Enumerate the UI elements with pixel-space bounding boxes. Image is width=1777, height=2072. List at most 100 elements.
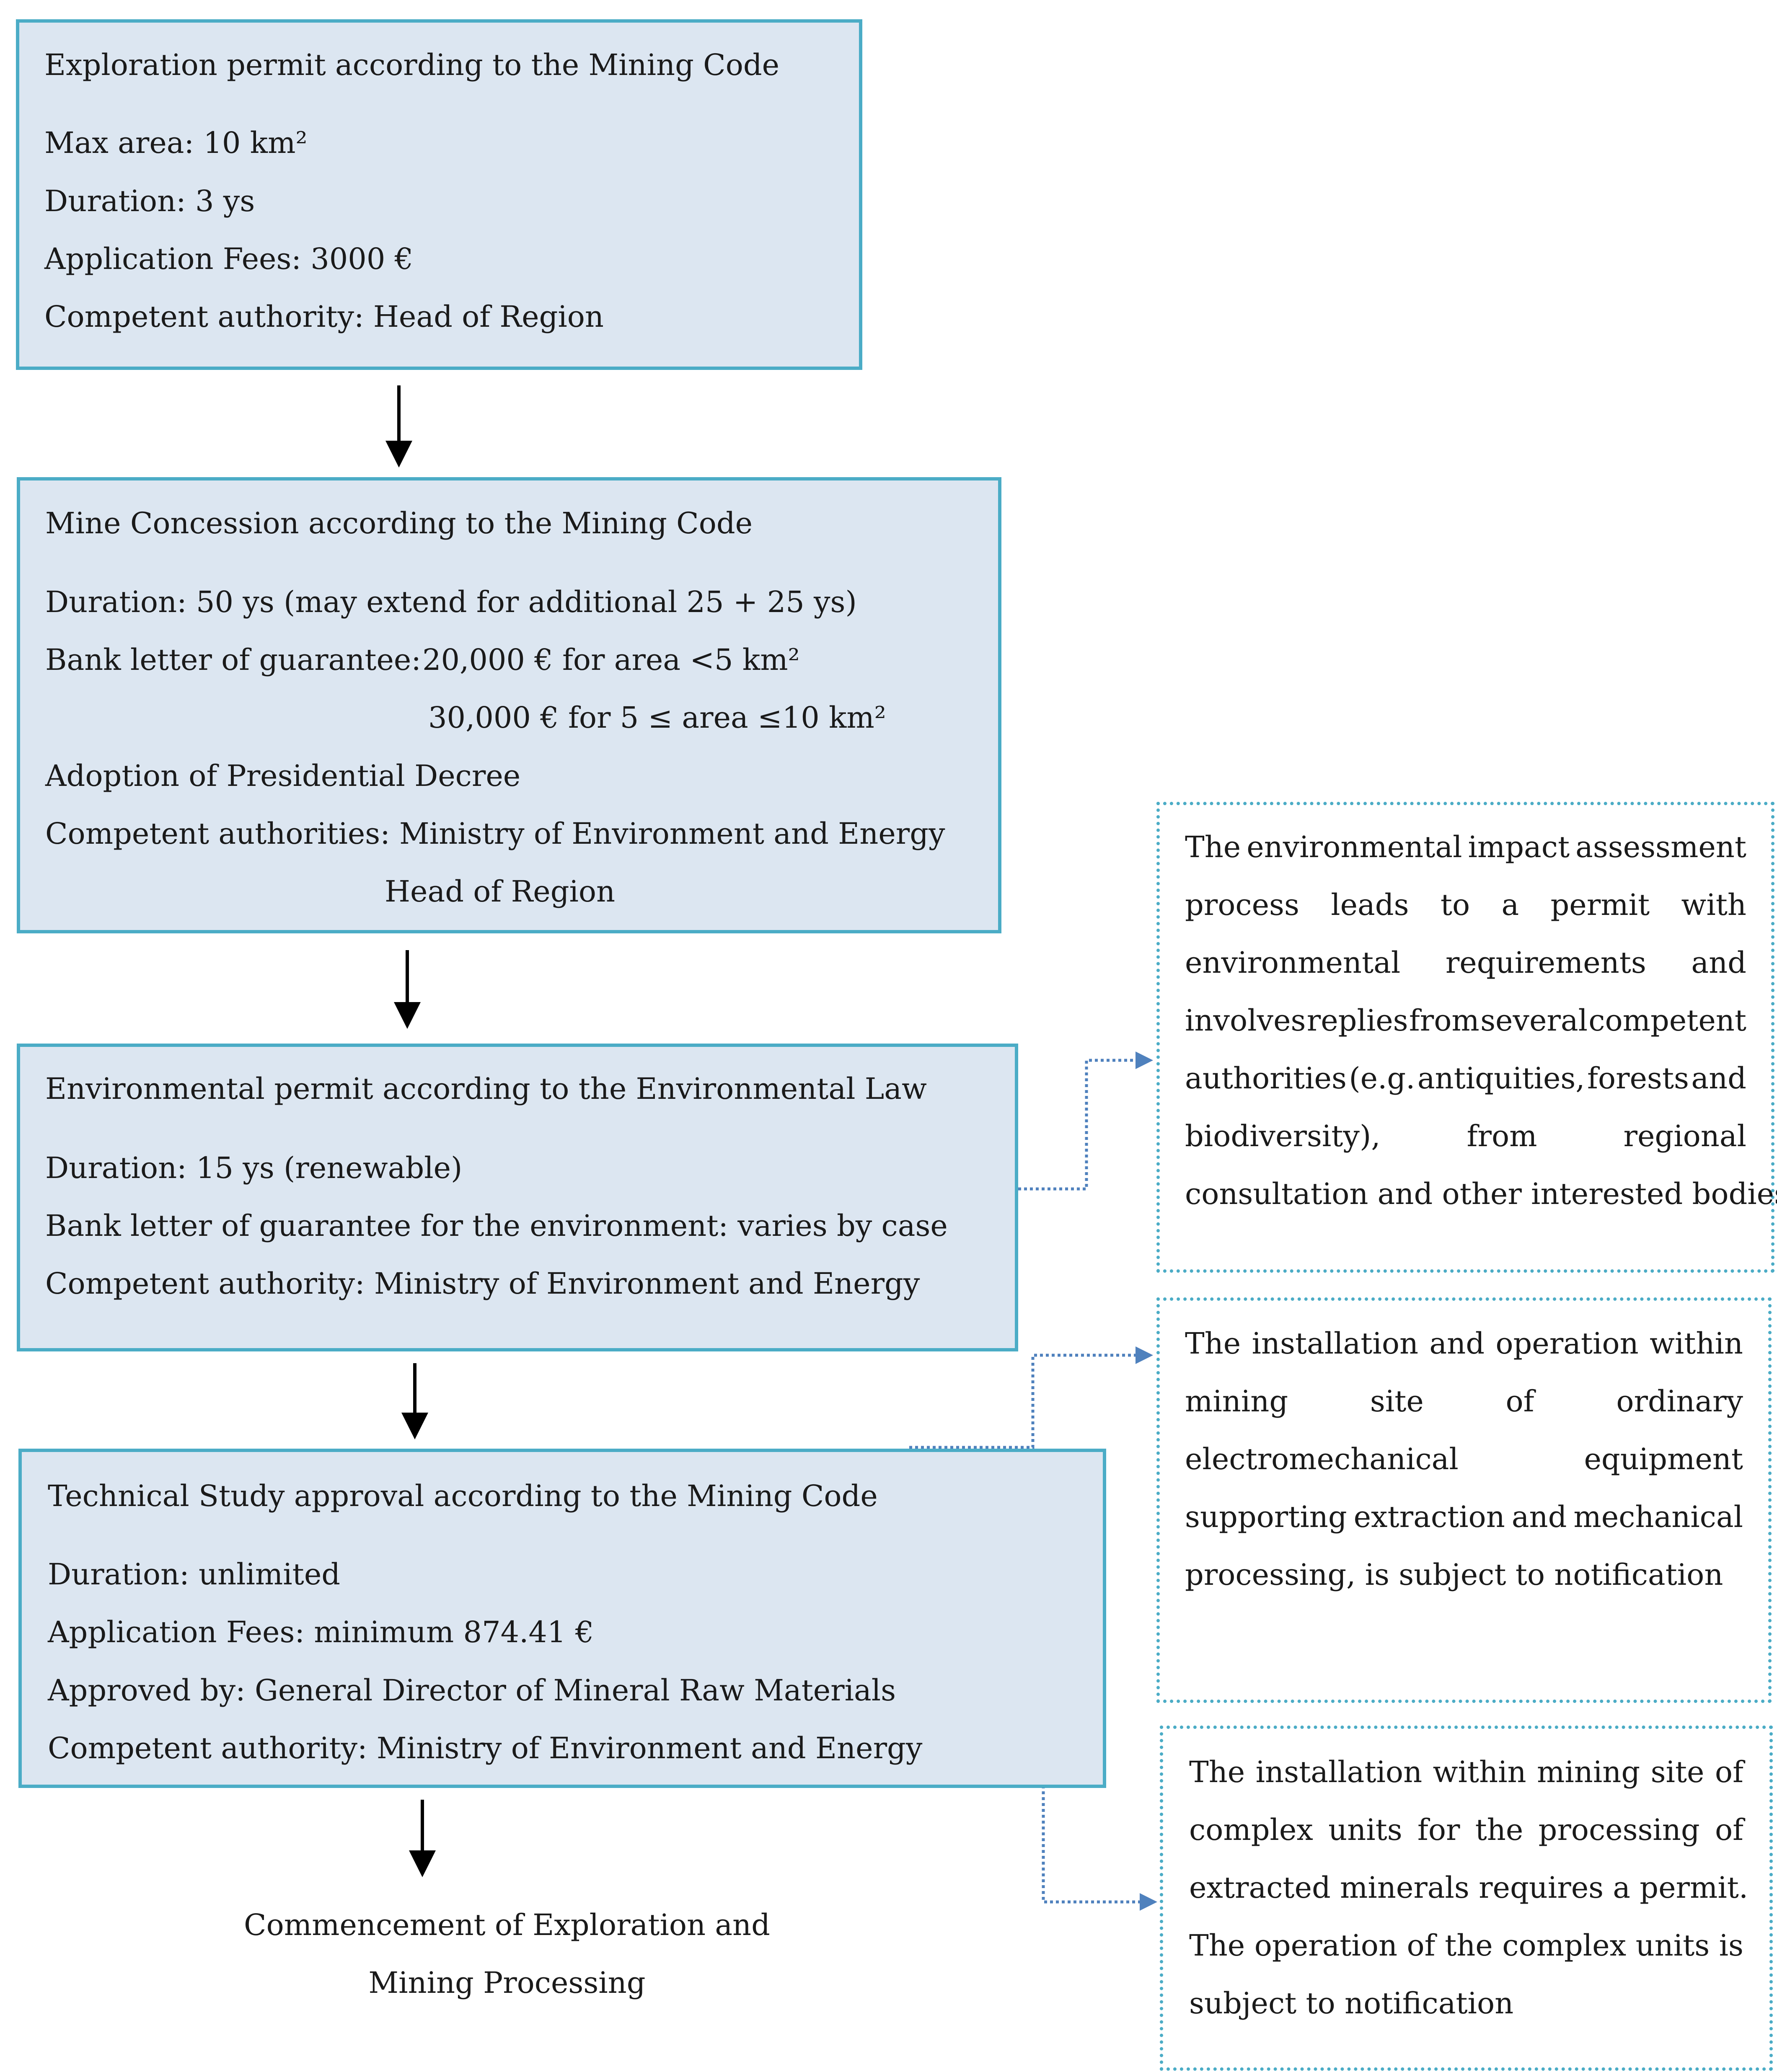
complex-units-note-box — [1160, 1726, 1773, 2071]
side3-word: mining — [1537, 1755, 1640, 1789]
env-authority-line: Competent authority: Ministry of Environ… — [45, 1266, 920, 1301]
side1-word: impact — [1468, 830, 1570, 864]
side2-word: processing, is subject to notification — [1185, 1558, 1723, 1592]
side2-word: of — [1505, 1384, 1534, 1418]
side2-word: within — [1650, 1326, 1743, 1361]
tech-approved-by-line: Approved by: General Director of Mineral… — [48, 1673, 896, 1708]
side1-word: and — [1691, 1061, 1746, 1095]
dotted-arrow-to-complex-units — [1042, 1785, 1157, 1911]
side2-word: mechanical — [1573, 1500, 1743, 1534]
installation-operation-note-box — [1156, 1297, 1772, 1703]
concession-duration-line: Duration: 50 ys (may extend for addition… — [45, 585, 857, 619]
side1-word: requirements — [1445, 946, 1646, 980]
side2-word: electromechanical — [1185, 1442, 1459, 1476]
side1-word: competent — [1588, 1003, 1746, 1038]
side1-word: The — [1185, 830, 1241, 864]
side1-word: (e.g. — [1349, 1061, 1415, 1095]
side3-word: the — [1445, 1928, 1493, 1963]
side2-word: operation — [1495, 1326, 1639, 1361]
side3-word: complex — [1502, 1928, 1627, 1963]
side3-word: is — [1719, 1928, 1743, 1963]
side3-word: extracted minerals requires a permit. — [1189, 1870, 1749, 1905]
commencement-line-1: Commencement of Exploration and — [244, 1908, 770, 1942]
bank-guarantee-label: Bank letter of guarantee: — [45, 643, 421, 677]
eia-process-note-box — [1156, 802, 1774, 1273]
side3-word: for — [1417, 1813, 1460, 1847]
bank-guarantee-large-area: 30,000 € for 5 ≤ area ≤10 km² — [428, 700, 886, 735]
side1-word: regional — [1623, 1119, 1746, 1153]
technical-study-box — [18, 1449, 1106, 1788]
side1-line: consultation and other interested bodies — [1185, 1179, 1777, 1209]
side3-word: operation — [1254, 1928, 1398, 1963]
head-of-region-line: Head of Region — [385, 874, 616, 909]
side2-word: equipment — [1584, 1442, 1743, 1476]
tech-authority-line: Competent authority: Ministry of Environ… — [48, 1731, 923, 1765]
side1-word: to — [1440, 888, 1470, 922]
side1-word: assessment — [1575, 830, 1746, 864]
dotted-arrow-to-installation — [909, 1346, 1153, 1449]
side2-word: and — [1429, 1326, 1485, 1361]
side1-word: and — [1691, 946, 1746, 980]
side3-word: the — [1475, 1813, 1524, 1847]
application-fees-line: Application Fees: 3000 € — [44, 242, 414, 276]
side1-word: consultation and other interested bodies — [1185, 1177, 1777, 1211]
side1-word: from — [1467, 1119, 1537, 1153]
side3-word: of — [1407, 1928, 1436, 1963]
side2-word: installation — [1252, 1326, 1419, 1361]
side2-word: ordinary — [1616, 1384, 1743, 1418]
side3-word: units — [1328, 1813, 1402, 1847]
side1-word: process — [1185, 888, 1299, 922]
tech-duration-line: Duration: unlimited — [48, 1557, 341, 1591]
side2-word: The — [1185, 1326, 1241, 1361]
side2-word: and — [1511, 1500, 1567, 1534]
side1-word: from — [1409, 1003, 1480, 1038]
mine-concession-box — [17, 477, 1001, 933]
env-guarantee-line: Bank letter of guarantee for the environ… — [45, 1209, 948, 1243]
bank-guarantee-small-area: 20,000 € for area <5 km² — [422, 643, 800, 677]
side2-line: The installation and operation within — [1185, 1329, 1743, 1358]
side1-word: antiquities, — [1417, 1061, 1585, 1095]
exploration-permit-title: Exploration permit according to the Mini… — [44, 48, 780, 82]
side3-line: subject to notification — [1189, 1989, 1513, 2018]
mine-concession-title: Mine Concession according to the Mining … — [45, 506, 753, 540]
side3-word: of — [1715, 1813, 1743, 1847]
side1-word: biodiversity), — [1185, 1119, 1381, 1153]
commencement-line-2: Mining Processing — [368, 1966, 646, 2000]
technical-study-title: Technical Study approval according to th… — [48, 1479, 878, 1513]
side3-word: of — [1715, 1755, 1743, 1789]
environmental-permit-box — [17, 1044, 1018, 1351]
max-area-line: Max area: 10 km² — [44, 126, 308, 160]
side1-word: a — [1501, 888, 1519, 922]
competent-authorities-line: Competent authorities: Ministry of Envir… — [45, 816, 945, 851]
side1-line: environmental requirements and — [1185, 948, 1746, 977]
duration-line: Duration: 3 ys — [44, 184, 255, 218]
side2-word: site — [1370, 1384, 1424, 1418]
side2-line: electromechanical equipment — [1185, 1444, 1743, 1474]
side1-word: permit — [1550, 888, 1650, 922]
side3-word: units — [1635, 1928, 1710, 1963]
side3-word: installation — [1255, 1755, 1423, 1789]
side1-word: forests — [1587, 1061, 1689, 1095]
side3-word: processing — [1538, 1813, 1700, 1847]
side3-word: subject to notification — [1189, 1986, 1514, 2020]
side1-line: biodiversity), from regional — [1185, 1121, 1746, 1151]
tech-fees-line: Application Fees: minimum 874.41 € — [48, 1615, 594, 1649]
side1-word: involves — [1185, 1003, 1306, 1038]
side3-word: within — [1433, 1755, 1526, 1789]
side1-word: environmental — [1185, 946, 1401, 980]
side1-word: with — [1681, 888, 1746, 922]
side3-word: site — [1650, 1755, 1705, 1789]
presidential-decree-line: Adoption of Presidential Decree — [45, 759, 521, 793]
side1-word: authorities — [1185, 1061, 1347, 1095]
side3-word: The — [1189, 1928, 1245, 1963]
